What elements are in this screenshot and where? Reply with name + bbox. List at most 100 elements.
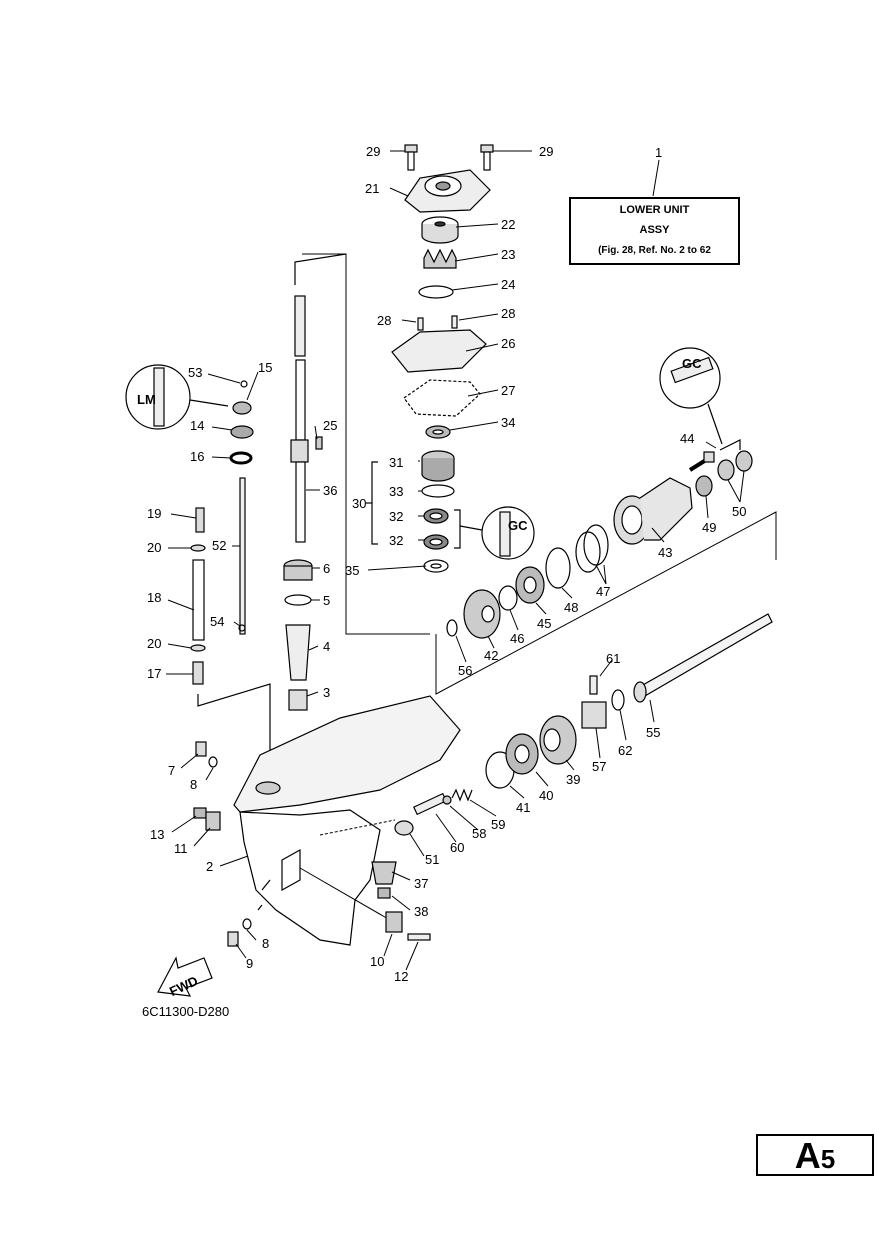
- callout-32b: 32: [389, 533, 403, 548]
- oil-seal-housing-31: [421, 450, 455, 482]
- grease-gc-callout-housing: [659, 347, 723, 445]
- callout-20a: 20: [147, 540, 161, 555]
- bolt-19: [195, 507, 205, 533]
- oil-seal-34: [425, 425, 451, 439]
- callout-5: 5: [323, 593, 330, 608]
- callout-43: 43: [658, 545, 672, 560]
- pump-housing-21: [404, 169, 491, 213]
- callout-47: 47: [596, 584, 610, 599]
- water-tube-18: [192, 559, 205, 641]
- outer-plate-26: [391, 329, 487, 373]
- shim-5: [284, 594, 312, 606]
- clip-53: [240, 380, 248, 388]
- forward-gear-39: [539, 715, 577, 765]
- callout-28a: 28: [377, 313, 391, 328]
- key-25: [315, 436, 323, 450]
- callout-38: 38: [414, 904, 428, 919]
- callout-36: 36: [323, 483, 337, 498]
- callout-37: 37: [414, 876, 428, 891]
- callout-35: 35: [345, 563, 359, 578]
- nut-38: [377, 887, 391, 899]
- callout-45: 45: [537, 616, 551, 631]
- callout-22: 22: [501, 217, 515, 232]
- callout-60: 60: [450, 840, 464, 855]
- fwd-arrow: [157, 956, 213, 997]
- callout-29a: 29: [366, 144, 380, 159]
- propeller-shaft-55: [633, 613, 773, 703]
- callout-lines: [166, 150, 745, 971]
- impeller-23: [423, 248, 457, 269]
- title-line-1: LOWER UNIT: [619, 204, 690, 216]
- needle-bearing-49: [695, 475, 713, 497]
- callout-14: 14: [190, 418, 204, 433]
- bolt-29-right: [480, 144, 494, 171]
- grease-gc-callout-pump: [454, 506, 535, 560]
- bolt-9: [227, 931, 239, 947]
- page-tag-letter: A: [794, 1135, 821, 1176]
- grease-mark-lm: LM: [137, 392, 156, 407]
- bolt-29-left: [404, 144, 418, 171]
- callout-58: 58: [472, 826, 486, 841]
- callout-56: 56: [458, 663, 472, 678]
- callout-57: 57: [592, 759, 606, 774]
- bearing-housing-43: [613, 477, 693, 545]
- callout-13: 13: [150, 827, 164, 842]
- shim-46: [498, 585, 518, 611]
- page-tag-number: 5: [820, 1144, 836, 1174]
- bearing-3: [288, 689, 308, 711]
- bearing-45: [515, 566, 545, 604]
- o-ring-47: [575, 524, 609, 573]
- gasket-35: [423, 559, 449, 573]
- gasket-24: [418, 285, 454, 299]
- o-ring-48: [545, 547, 571, 589]
- anode-10: [385, 911, 403, 933]
- callout-16: 16: [190, 449, 204, 464]
- callout-7: 7: [168, 763, 175, 778]
- bearing-40: [505, 733, 539, 775]
- callout-25: 25: [323, 418, 337, 433]
- pinion-37: [371, 861, 397, 885]
- oil-seal-50: [717, 450, 753, 481]
- bolt-44: [688, 451, 715, 472]
- grommet-15: [232, 401, 252, 415]
- callout-49: 49: [702, 520, 716, 535]
- reverse-gear-42: [463, 589, 501, 639]
- callout-30: 30: [352, 496, 366, 511]
- circlip-54: [238, 624, 246, 632]
- callout-62: 62: [618, 743, 632, 758]
- pin-28-right: [451, 315, 458, 329]
- callout-42: 42: [484, 648, 498, 663]
- oil-seal-32b: [423, 534, 449, 550]
- grease-lm-callout: [125, 364, 229, 430]
- clip-20a: [190, 544, 206, 552]
- callout-9: 9: [246, 956, 253, 971]
- callout-61: 61: [606, 651, 620, 666]
- drive-shaft-36: [290, 295, 309, 543]
- callout-20b: 20: [147, 636, 161, 651]
- bushing-51: [394, 820, 414, 836]
- gasket-27: [403, 379, 481, 417]
- shift-rod-52: [239, 477, 246, 635]
- callout-labels: 29 29 21 22 23 24 28 28 26 27 34 31 33 3…: [137, 144, 746, 999]
- pin-61: [589, 675, 598, 695]
- callout-11: 11: [174, 841, 188, 856]
- callout-55: 55: [646, 725, 660, 740]
- callout-39: 39: [566, 772, 580, 787]
- callout-48: 48: [564, 600, 578, 615]
- dog-clutch-57: [581, 701, 607, 729]
- callout-4: 4: [323, 639, 330, 654]
- grease-mark-gc-housing: GC: [682, 356, 702, 371]
- grommet-16: [229, 451, 253, 465]
- callout-6: 6: [323, 561, 330, 576]
- callout-44: 44: [680, 431, 694, 446]
- callout-59: 59: [491, 817, 505, 832]
- seal-14: [230, 425, 254, 439]
- title-line-2: ASSY: [639, 224, 670, 236]
- callout-2: 2: [206, 859, 213, 874]
- page-tag: A5: [756, 1134, 874, 1176]
- callout-19: 19: [147, 506, 161, 521]
- o-ring-33: [421, 484, 455, 498]
- oil-seal-32a: [423, 508, 449, 524]
- callout-46: 46: [510, 631, 524, 646]
